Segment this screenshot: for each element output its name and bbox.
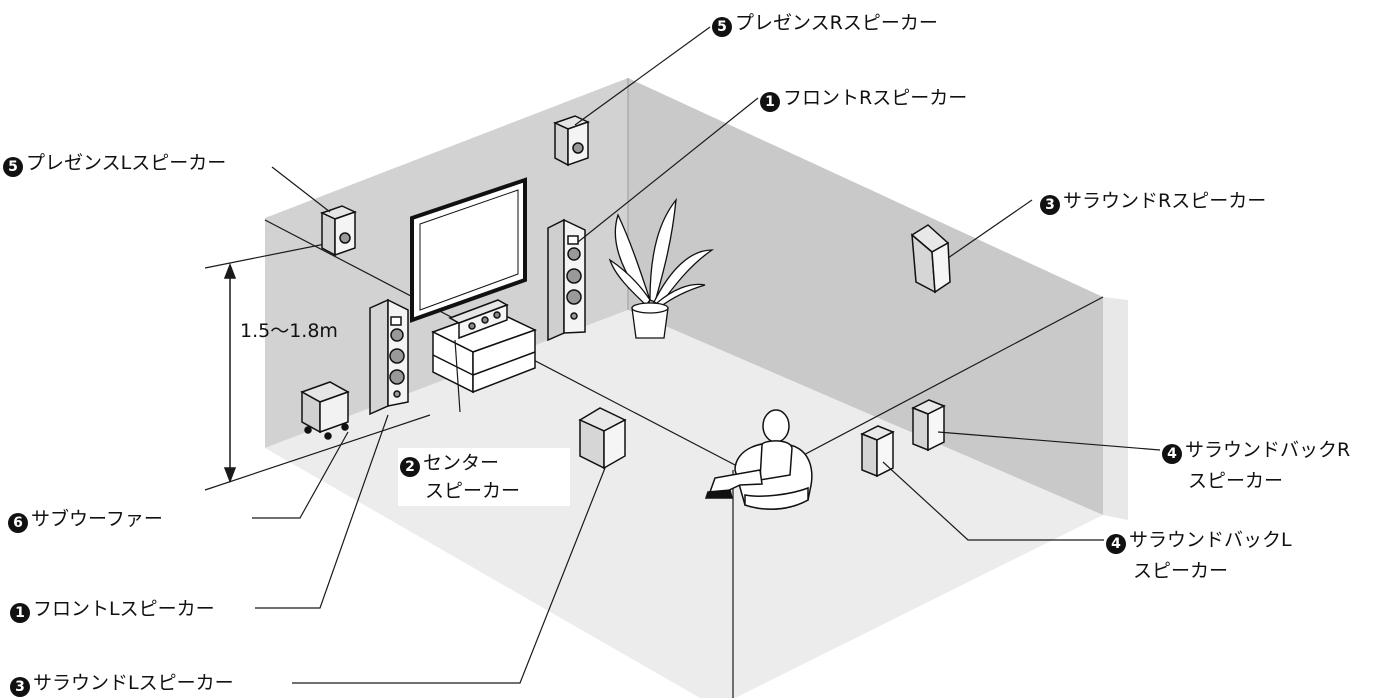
label-text: フロントRスピーカー	[783, 87, 968, 109]
label-text: サラウンドLスピーカー	[33, 672, 234, 694]
number-badge: 5	[3, 157, 23, 177]
number-badge: 1	[10, 603, 30, 623]
subwoofer	[300, 381, 350, 440]
number-badge: 1	[760, 92, 780, 112]
number-badge: 3	[10, 677, 30, 697]
height-arrow	[223, 262, 237, 484]
right-wall	[628, 78, 1103, 515]
leader-lines	[252, 26, 1161, 684]
front-l-speaker	[369, 298, 409, 416]
number-badge: 4	[1106, 534, 1126, 554]
number-badge: 6	[8, 513, 28, 533]
surround-back-l-speaker	[860, 425, 895, 478]
center-speaker	[448, 299, 509, 340]
floor	[265, 310, 1103, 698]
height-measure: 1.5〜1.8m	[240, 320, 338, 342]
label-surround-back-l-line2: スピーカー	[1133, 560, 1229, 582]
label-center-line2: スピーカー	[425, 480, 521, 502]
label-text-line1: サラウンドバックL	[1129, 529, 1292, 551]
label-text: サブウーファー	[31, 508, 163, 530]
number-badge: 3	[1040, 195, 1060, 215]
surround-l-speaker	[578, 407, 627, 470]
label-text: プレゼンスRスピーカー	[735, 12, 938, 34]
number-badge: 2	[400, 457, 420, 477]
listener-chair	[704, 409, 813, 510]
tv	[410, 177, 527, 323]
label-text-line1: センター	[423, 452, 500, 474]
plant	[608, 197, 715, 339]
surround-r-speaker	[910, 224, 951, 294]
label-text: サラウンドRスピーカー	[1063, 190, 1267, 212]
label-text: プレゼンスLスピーカー	[26, 152, 227, 174]
surround-back-r-speaker	[911, 399, 946, 452]
number-badge: 4	[1162, 444, 1182, 464]
center-label-box	[398, 448, 570, 506]
label-surround-back-r-line2: スピーカー	[1188, 470, 1284, 492]
presence-r-speaker	[553, 115, 590, 167]
number-badge: 5	[712, 17, 732, 37]
front-r-speaker	[547, 218, 586, 342]
label-text: フロントLスピーカー	[33, 598, 215, 620]
presence-l-speaker	[320, 205, 357, 257]
label-text-line1: サラウンドバックR	[1185, 439, 1351, 461]
